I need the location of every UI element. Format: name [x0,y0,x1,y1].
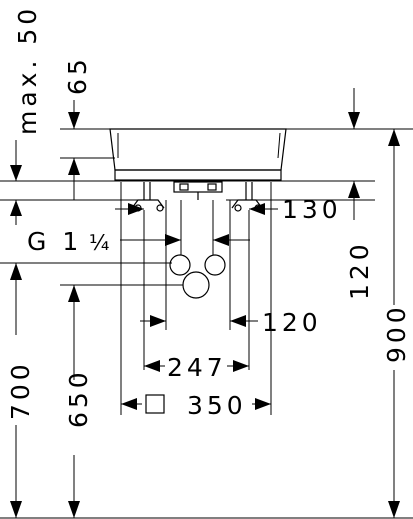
dim-120-horizontal: 120 [140,308,322,337]
dim-130: 130 [115,195,342,224]
label-120-horizontal: 120 [262,308,322,337]
dim-650: 650 [60,285,93,518]
label-650: 650 [64,368,93,428]
square-symbol-icon [145,394,165,414]
dim-thread: G 1 ¼ [27,227,250,256]
label-247: 247 [167,353,227,382]
pipe-circle-right [204,254,226,276]
dim-120-vertical: 120 [345,181,374,300]
dim-65: 65 [63,55,92,200]
label-700: 700 [6,360,35,420]
extension-lines [120,182,272,415]
waste-fitting [173,181,223,200]
basin [109,128,287,181]
label-120-vertical: 120 [345,240,374,300]
dim-700: 700 [2,263,35,518]
label-thread-fraction: ¼ [89,231,112,255]
dim-max50: max. 50 [10,5,42,225]
reference-lines [0,128,413,519]
dim-900-top-arrow [348,88,360,129]
label-350: 350 [187,391,247,420]
label-65: 65 [63,55,92,95]
pipe-circle-left [169,254,191,276]
dim-247: 247 [144,352,249,382]
label-900: 900 [382,303,411,363]
label-130: 130 [282,195,342,224]
label-max50: max. 50 [13,5,42,135]
dim-350: 350 [121,390,271,420]
dim-900: 900 [380,129,411,518]
waste-pipe-circle [182,271,210,299]
label-thread: G 1 [27,227,82,256]
